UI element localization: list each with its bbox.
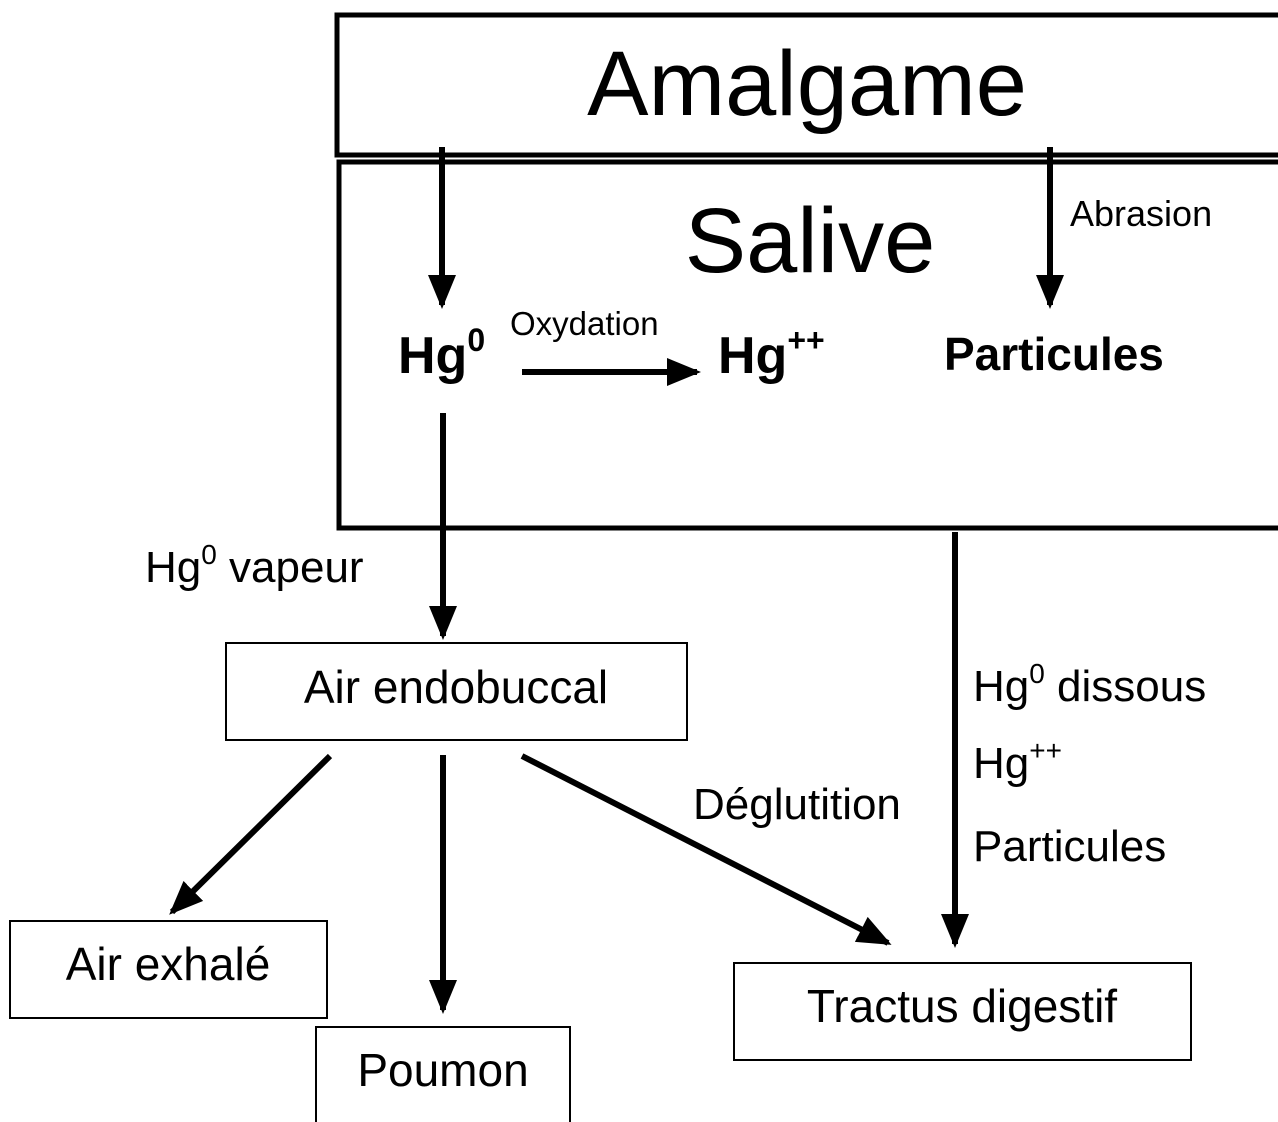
tractus-digestif-box: [733, 962, 1192, 1061]
oxydation-label: Oxydation: [510, 305, 659, 342]
poumon-box: [315, 1026, 571, 1122]
arrow-to-air-exhale: [169, 753, 333, 915]
particules-species: Particules: [944, 328, 1164, 380]
hgpp-species: Hg++: [718, 322, 825, 385]
hgpp-outflow-label: Hg++: [973, 735, 1062, 788]
abrasion-label: Abrasion: [1070, 193, 1212, 234]
hg0-dissous-label: Hg0 dissous: [973, 658, 1206, 711]
tractus-digestif-label: Tractus digestif: [807, 980, 1117, 1032]
poumon-label: Poumon: [357, 1044, 528, 1096]
hg0-species: Hg0: [398, 322, 485, 385]
air-exhale-box: [9, 920, 328, 1019]
deglutition-label: Déglutition: [693, 780, 901, 829]
air-endobuccal-label: Air endobuccal: [304, 661, 608, 713]
salive-box: [336, 159, 1278, 531]
air-exhale-label: Air exhalé: [66, 938, 271, 990]
arrow-deglutition: [520, 753, 892, 946]
hg0-vapeur-label: Hg0 vapeur: [145, 539, 364, 592]
salive-label: Salive: [685, 190, 936, 292]
amalgame-box: [334, 12, 1278, 158]
amalgame-label: Amalgame: [587, 33, 1027, 135]
particules-outflow-label: Particules: [973, 822, 1166, 871]
air-endobuccal-box: [225, 642, 688, 741]
